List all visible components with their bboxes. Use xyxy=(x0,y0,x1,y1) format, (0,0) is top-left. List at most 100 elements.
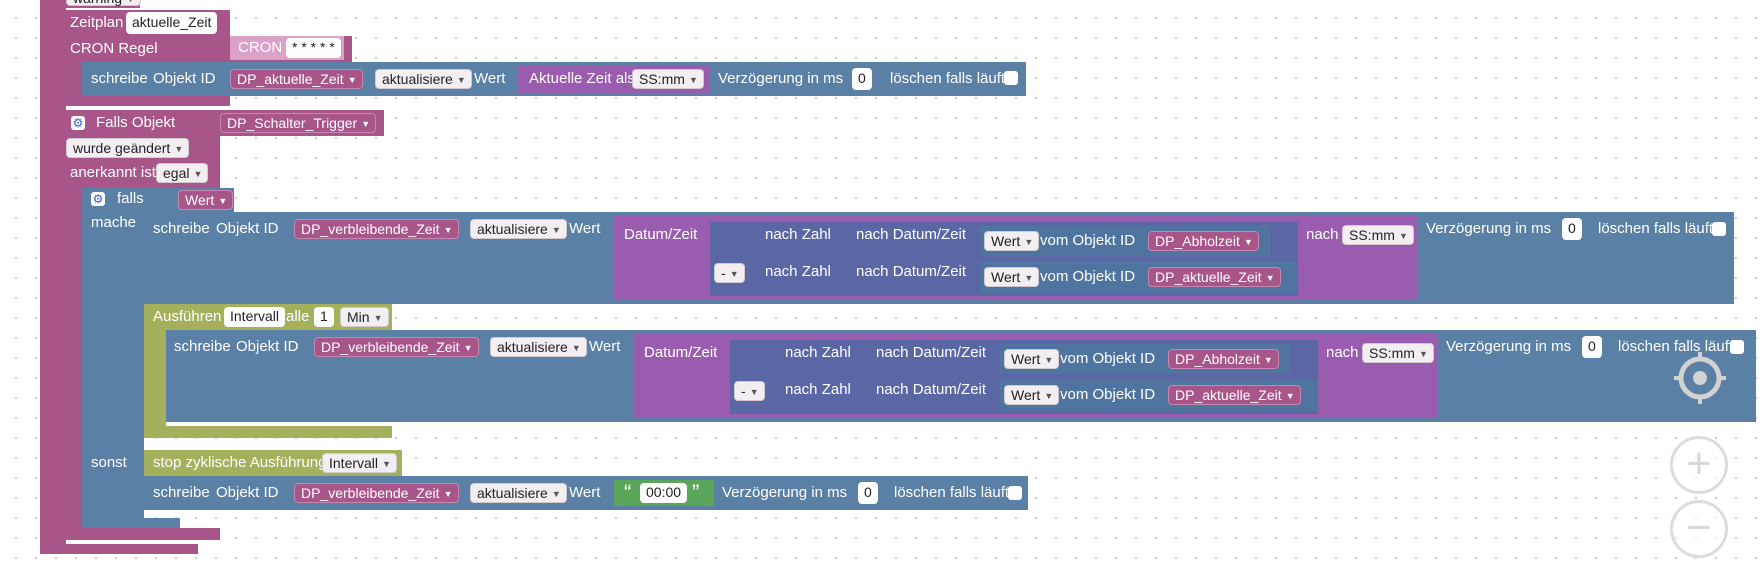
interval-name-field[interactable]: Intervall xyxy=(224,307,286,327)
object-id-label: Objekt ID xyxy=(216,220,279,237)
object-b-dropdown[interactable]: DP_aktuelle_Zeit▼ xyxy=(1148,267,1281,287)
clear-if-running-label: löschen falls läuft xyxy=(890,70,1006,87)
clear-if-running-label: löschen falls läuft xyxy=(1598,220,1714,237)
else-label: sonst xyxy=(91,454,127,471)
current-time-label: Aktuelle Zeit als xyxy=(529,70,635,87)
delay-input[interactable]: 0 xyxy=(1562,218,1582,240)
clear-if-running-checkbox[interactable] xyxy=(1712,222,1726,236)
delay-input[interactable]: 0 xyxy=(852,68,872,90)
datetime-label: Datum/Zeit xyxy=(644,344,718,361)
write-block-verbleibende-3[interactable] xyxy=(144,476,1028,510)
object-id-dropdown[interactable]: DP_verbleibende_Zeit▼ xyxy=(294,483,459,503)
object-id-label: Objekt ID xyxy=(153,70,216,87)
clear-if-running-checkbox[interactable] xyxy=(1004,71,1018,85)
schedule-name-field[interactable]: aktuelle_Zeit xyxy=(126,12,218,34)
object-b-dropdown[interactable]: DP_aktuelle_Zeit▼ xyxy=(1168,385,1301,405)
math-operator-dropdown[interactable]: -▼ xyxy=(734,381,765,401)
clear-if-running-checkbox[interactable] xyxy=(1008,486,1022,500)
to-number-label: nach Zahl xyxy=(785,344,851,361)
delay-label: Verzögerung in ms xyxy=(718,70,844,87)
datetime-label: Datum/Zeit xyxy=(624,226,698,243)
warning-dropdown[interactable]: warning▼ xyxy=(66,0,142,6)
delay-input[interactable]: 0 xyxy=(1582,336,1602,358)
to-datetime-label: nach Datum/Zeit xyxy=(856,263,967,280)
object-id-dropdown[interactable]: DP_verbleibende_Zeit▼ xyxy=(314,337,479,357)
to-datetime-label: nach Datum/Zeit xyxy=(876,381,987,398)
dropdown-caret-icon: ▼ xyxy=(347,75,357,85)
outer-script-block[interactable] xyxy=(40,0,66,552)
dropdown-caret-icon: ▼ xyxy=(729,269,739,279)
interval-count-field[interactable]: 1 xyxy=(314,307,334,327)
if-condition-dropdown[interactable]: Wert▼ xyxy=(178,190,234,210)
object-id-dropdown[interactable]: DP_verbleibende_Zeit▼ xyxy=(294,219,459,239)
object-id-dropdown[interactable]: DP_aktuelle_Zeit▼ xyxy=(230,69,363,89)
stop-label: stop zyklische Ausführung xyxy=(153,454,327,471)
delay-label: Verzögerung in ms xyxy=(1426,220,1552,237)
format-to-label: nach xyxy=(1306,226,1339,243)
write-label: schreibe xyxy=(91,70,148,87)
trigger-label: Falls Objekt xyxy=(96,114,176,131)
to-number-label: nach Zahl xyxy=(765,226,831,243)
value-label: Wert xyxy=(569,484,601,501)
zoom-out-icon[interactable]: − xyxy=(1670,500,1728,558)
time-format-dropdown[interactable]: SS:mm▼ xyxy=(632,69,704,89)
cron-rule-label: CRON Regel xyxy=(70,40,158,57)
object-a-dropdown[interactable]: DP_Abholzeit▼ xyxy=(1148,231,1259,251)
from-object-label: vom Objekt ID xyxy=(1040,232,1136,249)
dropdown-caret-icon: ▼ xyxy=(551,225,561,235)
quote-open: “ xyxy=(624,480,632,505)
dropdown-caret-icon: ▼ xyxy=(218,196,228,206)
math-operator-dropdown[interactable]: -▼ xyxy=(714,263,745,283)
interval-bottom xyxy=(144,426,392,438)
format-dropdown[interactable]: SS:mm▼ xyxy=(1342,225,1414,245)
zoom-in-icon[interactable]: + xyxy=(1670,436,1728,494)
ack-dropdown[interactable]: egal▼ xyxy=(156,163,209,183)
gear-icon[interactable]: ⚙ xyxy=(91,192,105,206)
every-label: alle xyxy=(286,308,310,325)
mode-dropdown[interactable]: aktualisiere▼ xyxy=(375,69,472,89)
clear-if-running-label: löschen falls läuft xyxy=(1618,338,1734,355)
attribute-dropdown[interactable]: Wert▼ xyxy=(984,267,1040,287)
mode-dropdown[interactable]: aktualisiere▼ xyxy=(490,337,587,357)
value-label: Wert xyxy=(474,70,506,87)
attribute-dropdown[interactable]: Wert▼ xyxy=(1004,385,1060,405)
recenter-icon-svg xyxy=(1674,352,1726,404)
dropdown-caret-icon: ▼ xyxy=(1024,273,1034,283)
text-value-field[interactable]: 00:00 xyxy=(640,483,688,503)
stop-interval-dropdown[interactable]: Intervall▼ xyxy=(322,453,398,473)
dropdown-caret-icon: ▼ xyxy=(571,343,581,353)
delay-input[interactable]: 0 xyxy=(858,482,878,504)
dropdown-caret-icon: ▼ xyxy=(382,459,392,469)
gear-icon[interactable]: ⚙ xyxy=(71,116,85,130)
dropdown-caret-icon: ▼ xyxy=(361,119,371,129)
interval-label: Ausführen xyxy=(153,308,222,325)
if-frame xyxy=(82,188,144,528)
dropdown-caret-icon: ▼ xyxy=(456,75,466,85)
dropdown-caret-icon: ▼ xyxy=(174,144,184,154)
dropdown-caret-icon: ▼ xyxy=(1398,231,1408,241)
dropdown-caret-icon: ▼ xyxy=(443,225,453,235)
mode-dropdown[interactable]: aktualisiere▼ xyxy=(470,219,567,239)
write-label: schreibe xyxy=(153,220,210,237)
write-label: schreibe xyxy=(174,338,231,355)
write-label: schreibe xyxy=(153,484,210,501)
ack-label: anerkannt ist xyxy=(70,164,156,181)
cron-value-field[interactable]: * * * * * xyxy=(286,38,341,58)
format-to-label: nach xyxy=(1326,344,1359,361)
attribute-dropdown[interactable]: Wert▼ xyxy=(1004,349,1060,369)
dropdown-caret-icon: ▼ xyxy=(373,313,383,323)
trigger-object-dropdown[interactable]: DP_Schalter_Trigger▼ xyxy=(220,113,377,133)
dropdown-caret-icon: ▼ xyxy=(463,343,473,353)
clear-if-running-checkbox[interactable] xyxy=(1730,340,1744,354)
recenter-icon[interactable] xyxy=(1672,350,1728,406)
format-dropdown[interactable]: SS:mm▼ xyxy=(1362,343,1434,363)
object-a-dropdown[interactable]: DP_Abholzeit▼ xyxy=(1168,349,1279,369)
dropdown-caret-icon: ▼ xyxy=(551,489,561,499)
trigger-changed-dropdown[interactable]: wurde geändert▼ xyxy=(66,138,190,158)
attribute-dropdown[interactable]: Wert▼ xyxy=(984,231,1040,251)
value-label: Wert xyxy=(569,220,601,237)
dropdown-caret-icon: ▼ xyxy=(1263,355,1273,365)
clear-if-running-label: löschen falls läuft xyxy=(894,484,1010,501)
interval-unit-dropdown[interactable]: Min▼ xyxy=(340,307,389,327)
mode-dropdown[interactable]: aktualisiere▼ xyxy=(470,483,567,503)
